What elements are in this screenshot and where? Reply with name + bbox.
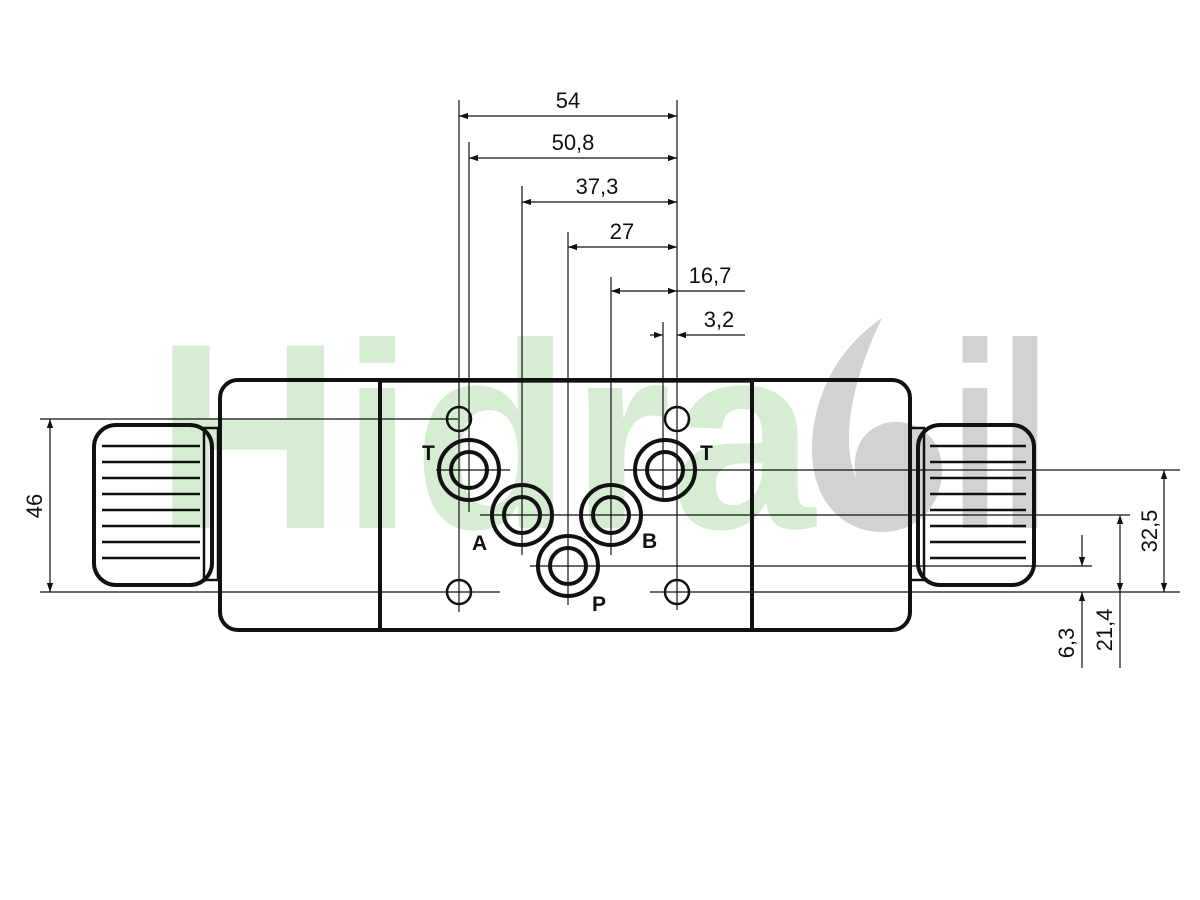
right-solenoid-connector bbox=[908, 423, 1036, 587]
port-label-p: P bbox=[592, 593, 606, 616]
port-label-b: B bbox=[642, 530, 657, 553]
mounting-hole-top-right bbox=[663, 405, 691, 433]
port-label-a: A bbox=[472, 532, 487, 555]
port-a bbox=[490, 483, 554, 547]
left-connector-collar bbox=[202, 426, 220, 582]
dim-label-6-3: 6,3 bbox=[1054, 628, 1079, 659]
ports: T T A B P bbox=[422, 405, 713, 616]
port-b bbox=[579, 483, 643, 547]
left-connector-shell bbox=[92, 423, 214, 587]
left-dimension: 46 bbox=[22, 419, 54, 592]
dim-label-3-2: 3,2 bbox=[704, 307, 735, 332]
watermark-logo: Hidra il bbox=[155, 289, 1050, 585]
mounting-hole-bottom-left bbox=[445, 578, 473, 606]
mounting-hole-top-left bbox=[445, 405, 473, 433]
port-p bbox=[536, 534, 600, 598]
dim-label-37-3: 37,3 bbox=[576, 174, 619, 199]
top-dimensions: 54 50,8 37,3 27 16,7 3,2 bbox=[459, 88, 745, 339]
port-label-t-right: T bbox=[700, 442, 713, 465]
dim-label-54: 54 bbox=[556, 88, 580, 113]
dim-label-46: 46 bbox=[22, 494, 47, 518]
right-connector-collar bbox=[908, 426, 926, 582]
watermark-text-left: Hidra bbox=[155, 289, 817, 585]
port-t-left bbox=[437, 438, 501, 502]
dim-label-16-7: 16,7 bbox=[689, 263, 732, 288]
dim-label-32-5: 32,5 bbox=[1137, 510, 1162, 553]
port-t-right bbox=[633, 438, 697, 502]
dim-label-50-8: 50,8 bbox=[552, 130, 595, 155]
port-label-t-left: T bbox=[422, 442, 435, 465]
right-connector-shell bbox=[916, 423, 1036, 587]
watermark-drop-icon bbox=[812, 318, 942, 532]
mounting-hole-bottom-right bbox=[663, 578, 691, 606]
right-dimensions: 32,5 21,4 6,3 bbox=[1054, 470, 1168, 668]
left-solenoid-connector bbox=[92, 423, 220, 587]
dim-label-21-4: 21,4 bbox=[1092, 609, 1117, 652]
dim-label-27: 27 bbox=[610, 219, 634, 244]
